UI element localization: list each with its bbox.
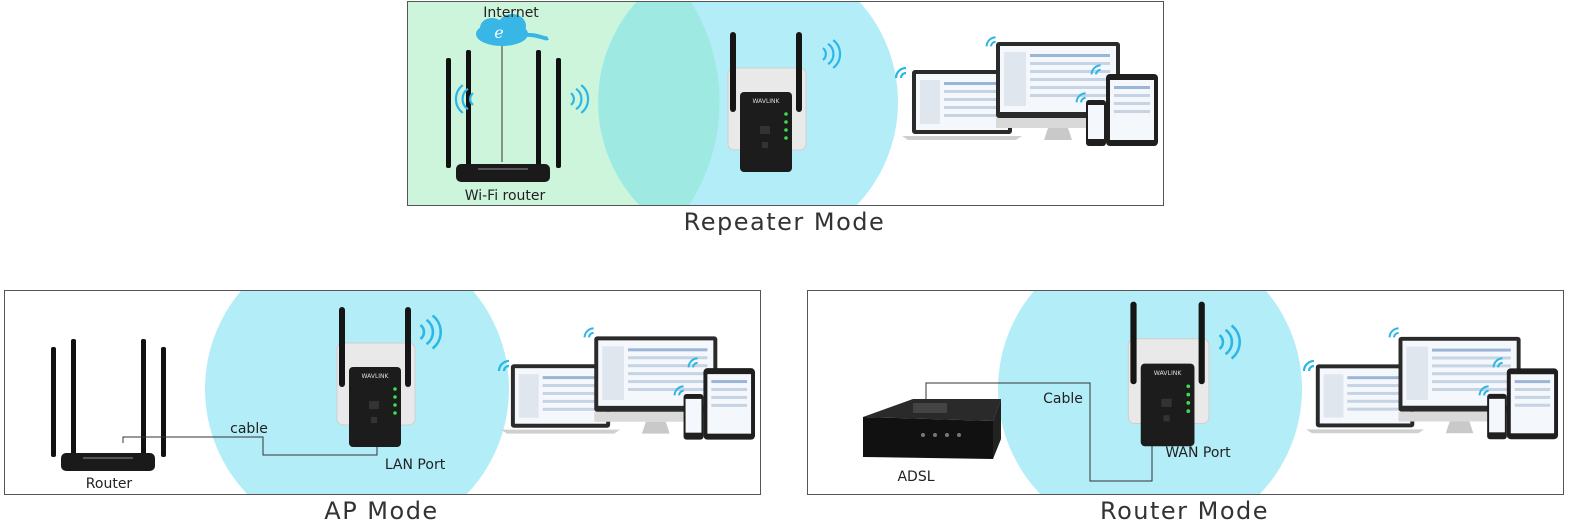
- ethernet-cable: [122, 436, 378, 456]
- repeater-mode-panel: e Internet Wi-Fi router: [407, 1, 1164, 206]
- coverage-overlap: [598, 2, 720, 205]
- lan-port-label: LAN Port: [385, 457, 446, 473]
- cable-label: Cable: [1043, 391, 1083, 407]
- repeater-mode-caption: Repeater Mode: [683, 208, 886, 236]
- ethernet-cable: [925, 382, 1153, 482]
- wifi-signal-icon: [1302, 359, 1316, 373]
- internet-label: Internet: [483, 5, 539, 21]
- client-devices-icon: [902, 42, 1158, 146]
- internet-cloud-icon: e: [476, 14, 549, 46]
- client-devices-icon: [500, 336, 756, 440]
- wan-port-label: WAN Port: [1165, 445, 1231, 461]
- wifi-signal-icon: [583, 327, 595, 339]
- router-icon: [51, 339, 166, 471]
- wifi-signal-icon: [894, 66, 908, 80]
- ap-mode-caption: AP Mode: [324, 497, 439, 525]
- cable-label: cable: [230, 421, 268, 437]
- router-mode-panel: ADSL Cable WAN Port: [807, 290, 1564, 495]
- wifi-router-label: Wi-Fi router: [465, 188, 546, 204]
- client-devices-icon: [1305, 336, 1559, 440]
- router-label: Router: [86, 476, 133, 492]
- adsl-label: ADSL: [897, 469, 934, 485]
- router-mode-caption: Router Mode: [1099, 497, 1270, 525]
- svg-text:e: e: [494, 23, 503, 42]
- wifi-signal-icon: [985, 36, 997, 48]
- wifi-signal-icon: [1388, 327, 1400, 339]
- ap-mode-panel: Router cable LAN Port: [4, 290, 761, 495]
- adsl-modem-icon: [863, 399, 1001, 459]
